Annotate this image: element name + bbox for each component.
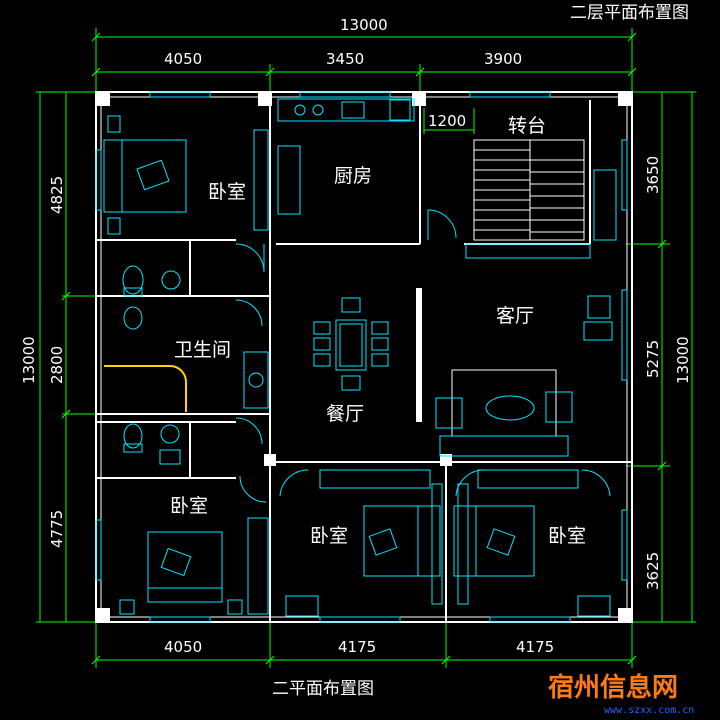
dimension-lines	[36, 28, 696, 668]
dim-top-seg-3: 3900	[484, 50, 522, 68]
room-stair: 转台	[508, 115, 546, 137]
dim-left-seg-3: 4775	[48, 510, 66, 548]
windows-doors	[95, 91, 628, 623]
staircase	[473, 139, 617, 241]
room-bedroom-se: 卧室	[548, 525, 586, 547]
dim-bottom-seg-1: 4050	[164, 638, 202, 656]
footer-title: 二平面布置图	[272, 679, 374, 699]
room-bedroom-s-mid: 卧室	[310, 525, 348, 547]
dim-right-seg-3: 3625	[644, 552, 662, 590]
room-bedroom-sw: 卧室	[170, 495, 208, 517]
dim-left-total: 13000	[20, 336, 38, 384]
furniture	[103, 98, 613, 617]
dim-right-seg-2: 5275	[644, 340, 662, 378]
room-dining: 餐厅	[326, 403, 364, 425]
dim-1200: 1200	[428, 112, 466, 130]
room-bedroom-nw: 卧室	[208, 181, 246, 203]
dim-right-total: 13000	[674, 336, 692, 384]
dim-top-seg-1: 4050	[164, 50, 202, 68]
room-bathroom: 卫生间	[174, 339, 231, 361]
dim-bottom-seg-3: 4175	[516, 638, 554, 656]
watermark-text: 宿州信息网	[548, 672, 678, 703]
dim-left-seg-1: 4825	[48, 176, 66, 214]
room-kitchen: 厨房	[334, 165, 372, 187]
dim-right-seg-1: 3650	[644, 156, 662, 194]
room-living: 客厅	[496, 305, 534, 327]
dim-left-seg-2: 2800	[48, 346, 66, 384]
header-title: 二层平面布置图	[570, 3, 689, 23]
dim-top-seg-2: 3450	[326, 50, 364, 68]
dim-bottom-seg-2: 4175	[338, 638, 376, 656]
dim-top-total: 13000	[340, 16, 388, 34]
watermark-url: www.szxx.com.cn	[604, 705, 694, 716]
